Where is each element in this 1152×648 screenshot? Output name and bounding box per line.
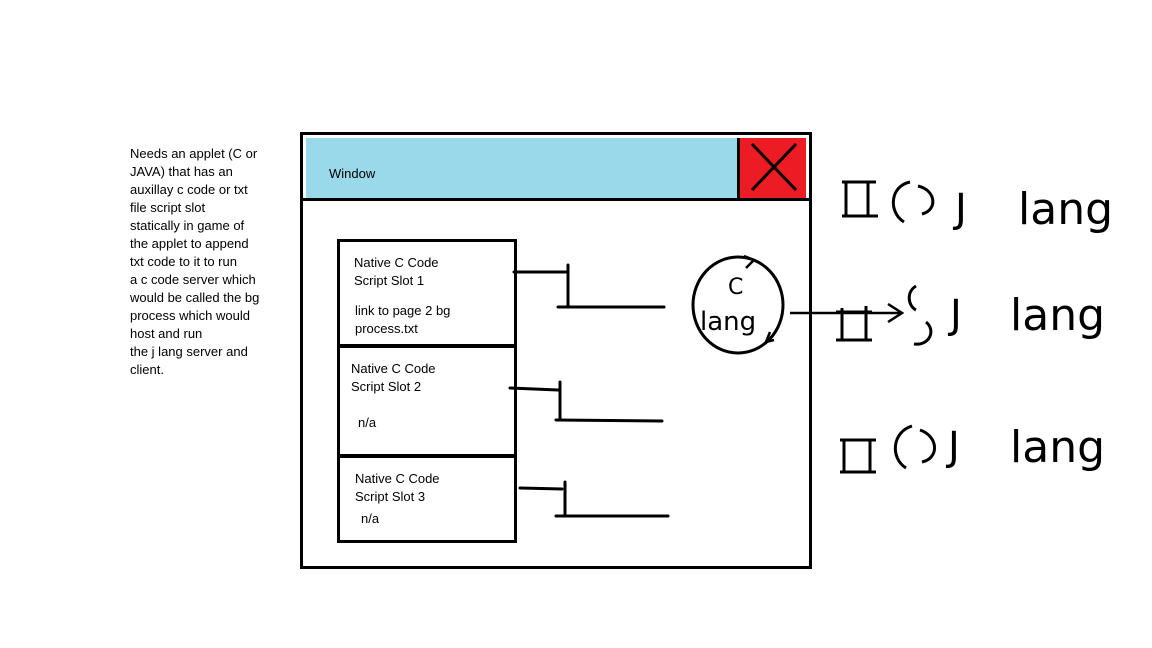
slot-1-connector	[512, 263, 666, 309]
refresh-icon	[891, 180, 935, 224]
slot-2-detail: n/a	[358, 415, 377, 430]
arrow-head-icon	[887, 302, 905, 324]
close-button[interactable]	[740, 138, 806, 198]
titlebar-divider	[303, 198, 809, 201]
script-slot-1[interactable]: Native C Code Script Slot 1 link to page…	[337, 239, 517, 347]
slot-2-title: Native C Code Script Slot 2	[351, 361, 436, 394]
window-titlebar[interactable]: Window	[306, 138, 740, 198]
c-lang-node: C lang	[691, 254, 785, 355]
c-lang-refresh-icon	[691, 255, 785, 355]
app-window: Window Native C Code Script Slot 1 link …	[300, 132, 812, 569]
j-lang-row-3-letter: J	[945, 424, 960, 470]
j-lang-row-1-label: lang	[1018, 184, 1113, 235]
slot-1-detail: link to page 2 bg process.txt	[355, 303, 451, 336]
j-lang-row-2-letter: J	[947, 292, 962, 338]
slot-2-connector	[508, 380, 664, 423]
j-lang-row-1: J lang	[842, 180, 1113, 235]
c-lang-line1: C	[728, 275, 743, 300]
j-lang-row-2-label: lang	[1010, 290, 1105, 341]
slot-3-connector	[518, 480, 670, 518]
j-lang-row-3: J lang	[840, 422, 1105, 474]
slot-bracket-icon	[836, 306, 872, 342]
slot-3-title: Native C Code Script Slot 3	[355, 471, 440, 504]
close-icon	[750, 142, 798, 192]
script-slot-3[interactable]: Native C Code Script Slot 3 n/a	[337, 455, 517, 543]
j-lang-row-1-letter: J	[952, 186, 967, 232]
slot-bracket-icon	[840, 438, 876, 474]
slot-1-title: Native C Code Script Slot 1	[354, 255, 439, 288]
c-lang-line2: lang	[700, 307, 756, 337]
j-lang-row-2: J lang	[836, 284, 1105, 346]
window-title: Window	[329, 166, 376, 181]
j-lang-row-3-label: lang	[1010, 422, 1105, 473]
script-slot-2[interactable]: Native C Code Script Slot 2 n/a	[337, 345, 517, 457]
slot-bracket-icon	[842, 180, 878, 218]
requirements-note: Needs an applet (C or JAVA) that has an …	[130, 146, 260, 377]
refresh-icon	[907, 284, 933, 346]
slot-3-detail: n/a	[361, 511, 380, 526]
refresh-icon	[893, 424, 936, 470]
